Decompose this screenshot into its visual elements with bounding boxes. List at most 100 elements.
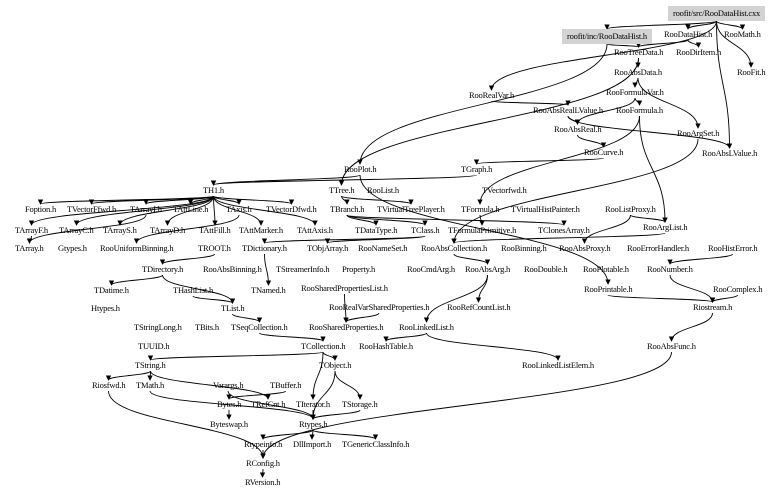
graph-node-rooabsdata[interactable]: RooAbsData.h xyxy=(614,67,662,77)
graph-node-roohashtable[interactable]: RooHashTable.h xyxy=(359,341,413,351)
graph-node-tobject[interactable]: TObject.h xyxy=(319,360,352,370)
graph-node-tmath[interactable]: TMath.h xyxy=(136,380,165,390)
graph-node-foption[interactable]: Foption.h xyxy=(25,204,57,214)
graph-node-bytes[interactable]: Bytes.h xyxy=(217,399,242,409)
graph-node-tvectordfwd[interactable]: TVectorDfwd.h xyxy=(266,204,317,214)
graph-node-rooformula[interactable]: RooFormula.h xyxy=(616,105,663,115)
graph-node-rootreedata[interactable]: RooTreeData.h xyxy=(614,47,664,57)
graph-node-rooabscollection[interactable]: RooAbsCollection.h xyxy=(421,243,488,253)
graph-node-tstreamerinfo[interactable]: TStreamerInfo.h xyxy=(276,264,330,274)
graph-node-dllimport[interactable]: DllImport.h xyxy=(293,439,332,449)
graph-node-tdirectory[interactable]: TDirectory.h xyxy=(142,264,184,274)
graph-node-roodiritem[interactable]: RooDirItem.h xyxy=(676,47,722,57)
graph-node-roolinkedlistelem[interactable]: RooLinkedListElem.h xyxy=(522,360,594,370)
graph-node-roorealvarsharedproperties[interactable]: RooRealVarSharedProperties.h xyxy=(329,302,430,312)
graph-node-tattmarker[interactable]: TAttMarker.h xyxy=(239,225,283,235)
graph-node-tnamed[interactable]: TNamed.h xyxy=(251,285,286,295)
graph-node-rooplotable[interactable]: RooPlotable.h xyxy=(583,264,629,274)
graph-node-rtypeinfo[interactable]: Rtypeinfo.h xyxy=(244,439,283,449)
graph-node-tuuid[interactable]: TUUID.h xyxy=(138,341,170,351)
graph-node-roohisterror[interactable]: RooHistError.h xyxy=(708,243,758,253)
graph-node-tclonesarray[interactable]: TClonesArray.h xyxy=(538,225,590,235)
graph-node-roolinkedlist[interactable]: RooLinkedList.h xyxy=(399,322,454,332)
graph-node-rooplot[interactable]: RooPlot.h xyxy=(344,164,377,174)
graph-node-roorealvar[interactable]: RooRealVar.h xyxy=(469,90,515,100)
graph-node-taxis[interactable]: TAxis.h xyxy=(226,204,252,214)
graph-node-rconfig[interactable]: RConfig.h xyxy=(246,458,280,468)
graph-node-rooarglist[interactable]: RooArgList.h xyxy=(643,222,688,232)
graph-node-rooabsarg[interactable]: RooAbsArg.h xyxy=(465,264,511,274)
graph-node-troot[interactable]: TROOT.h xyxy=(198,243,231,253)
graph-node-rooargset[interactable]: RooArgSet.h xyxy=(677,128,720,138)
graph-node-tattaxis[interactable]: TAttAxis.h xyxy=(297,225,333,235)
graph-node-cxx[interactable]: roofit/src/RooDataHist.cxx xyxy=(668,6,766,21)
graph-node-riosfwd[interactable]: Riosfwd.h xyxy=(92,380,126,390)
graph-node-tarrayc[interactable]: TArrayC.h xyxy=(59,225,94,235)
graph-node-roomath[interactable]: RooMath.h xyxy=(724,29,761,39)
graph-node-roofit[interactable]: RooFit.h xyxy=(737,67,766,77)
graph-node-tobjarray[interactable]: TObjArray.h xyxy=(307,243,349,253)
graph-node-roodouble[interactable]: RooDouble.h xyxy=(524,264,568,274)
graph-node-htypes[interactable]: Htypes.h xyxy=(91,303,120,313)
graph-node-rooformulavar[interactable]: RooFormulaVar.h xyxy=(606,87,664,97)
graph-node-tformulaprimitive[interactable]: TFormulaPrimitive.h xyxy=(448,225,517,235)
graph-node-thashlist[interactable]: THashList.h xyxy=(173,285,214,295)
graph-node-tarrayf[interactable]: TArrayF.h xyxy=(15,225,48,235)
graph-node-roouniformbinning[interactable]: RooUniformBinning.h xyxy=(100,243,174,253)
graph-node-tformula[interactable]: TFormula.h xyxy=(461,204,500,214)
graph-node-tstorage[interactable]: TStorage.h xyxy=(342,399,378,409)
graph-node-tbranch[interactable]: TBranch.h xyxy=(330,204,365,214)
graph-node-roolist[interactable]: RooList.h xyxy=(367,185,399,195)
graph-node-rooabslvalue[interactable]: RooAbsLValue.h xyxy=(702,148,758,158)
graph-node-tarrays[interactable]: TArrayS.h xyxy=(103,225,137,235)
graph-node-tattfill[interactable]: TAttFill.h xyxy=(199,225,231,235)
graph-node-tstringlong[interactable]: TStringLong.h xyxy=(134,322,182,332)
graph-node-tvectorffwd[interactable]: TVectorFfwd.h xyxy=(67,204,117,214)
graph-node-tdatatype[interactable]: TDataType.h xyxy=(355,225,398,235)
graph-node-tarrayd[interactable]: TArrayD.h xyxy=(150,225,186,235)
graph-node-rooabsfunc[interactable]: RooAbsFunc.h xyxy=(647,341,696,351)
graph-node-hdr[interactable]: roofit/inc/RooDataHist.h xyxy=(562,29,652,44)
graph-node-roocomplex[interactable]: RooComplex.h xyxy=(713,284,763,294)
graph-node-roocmdarg[interactable]: RooCmdArg.h xyxy=(407,264,455,274)
graph-node-rtypes[interactable]: Rtypes.h xyxy=(299,419,328,429)
graph-node-titerator[interactable]: TIterator.h xyxy=(296,399,330,409)
graph-node-rversion[interactable]: RVersion.h xyxy=(245,477,281,487)
graph-node-roosharedpropertieslist[interactable]: RooSharedPropertiesList.h xyxy=(301,283,388,293)
graph-node-tattline[interactable]: TAttLine.h xyxy=(173,204,209,214)
graph-node-tcollection[interactable]: TCollection.h xyxy=(301,341,346,351)
graph-node-tgraph[interactable]: TGraph.h xyxy=(461,164,493,174)
graph-node-tdatime[interactable]: TDatime.h xyxy=(94,285,129,295)
graph-node-roolistproxy[interactable]: RooListProxy.h xyxy=(605,204,656,214)
graph-node-tstring[interactable]: TString.h xyxy=(135,360,166,370)
graph-node-ttree[interactable]: TTree.h xyxy=(329,185,355,195)
graph-node-roodatahist[interactable]: RooDataHist.h xyxy=(664,29,713,39)
graph-node-tgenericclassinfo[interactable]: TGenericClassInfo.h xyxy=(342,439,410,449)
graph-node-rooerrorhandler[interactable]: RooErrorHandler.h xyxy=(627,243,689,253)
graph-node-varargs[interactable]: Varargs.h xyxy=(213,380,244,390)
graph-node-tbits[interactable]: TBits.h xyxy=(195,322,219,332)
graph-node-roorefcountlist[interactable]: RooRefCountList.h xyxy=(447,302,511,312)
graph-node-rooabsbinning[interactable]: RooAbsBinning.h xyxy=(203,264,262,274)
graph-node-byteswap[interactable]: Byteswap.h xyxy=(210,419,248,429)
graph-node-tvirtualhistpainter[interactable]: TVirtualHistPainter.h xyxy=(511,204,580,214)
graph-node-roocurve[interactable]: RooCurve.h xyxy=(584,147,624,157)
graph-node-tarray[interactable]: TArray.h xyxy=(15,243,44,253)
graph-node-riostream[interactable]: Riostream.h xyxy=(693,302,733,312)
graph-node-rooprintable[interactable]: RooPrintable.h xyxy=(584,284,633,294)
graph-node-roonameset[interactable]: RooNameSet.h xyxy=(358,243,408,253)
graph-node-rooabsproxy[interactable]: RooAbsProxy.h xyxy=(559,243,611,253)
graph-node-tlist[interactable]: TList.h xyxy=(221,303,245,313)
graph-node-rooabsreallvalue[interactable]: RooAbsRealLValue.h xyxy=(533,105,603,115)
graph-node-trefcnt[interactable]: TRefCnt.h xyxy=(251,399,286,409)
graph-node-roobinning[interactable]: RooBinning.h xyxy=(501,243,547,253)
graph-node-tclass[interactable]: TClass.h xyxy=(411,225,440,235)
graph-node-th1[interactable]: TH1.h xyxy=(203,185,224,195)
graph-node-tdictionary[interactable]: TDictionary.h xyxy=(242,243,287,253)
graph-node-roonumber[interactable]: RooNumber.h xyxy=(647,264,693,274)
graph-node-rooabsreal[interactable]: RooAbsReal.h xyxy=(554,124,602,134)
graph-node-property[interactable]: Property.h xyxy=(342,264,376,274)
graph-node-tbuffer[interactable]: TBuffer.h xyxy=(270,380,302,390)
graph-node-gtypes[interactable]: Gtypes.h xyxy=(58,243,87,253)
graph-node-tvirtualtreeplayer[interactable]: TVirtualTreePlayer.h xyxy=(377,204,445,214)
